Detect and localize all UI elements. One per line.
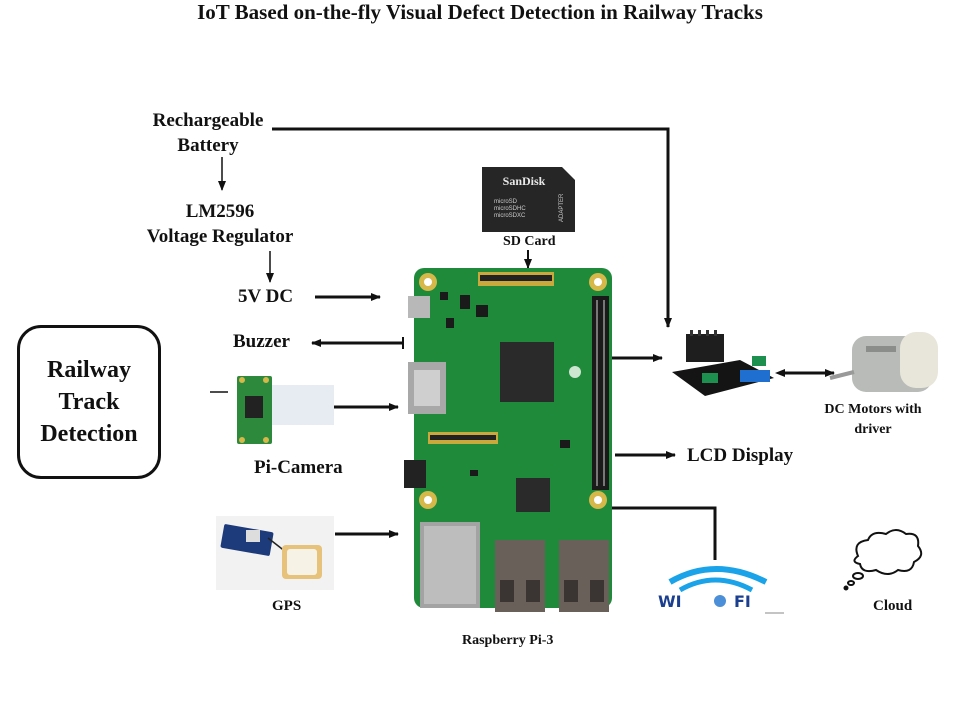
detection-line3: Detection bbox=[40, 421, 138, 447]
soc-chip bbox=[500, 342, 554, 402]
dc-motor-image bbox=[829, 332, 938, 392]
audio-jack bbox=[404, 460, 426, 488]
gps-label: GPS bbox=[272, 598, 302, 614]
wifi-image: WI FI bbox=[658, 566, 784, 614]
sd-brand-text: SanDisk bbox=[503, 174, 546, 188]
buzzer-label: Buzzer bbox=[233, 331, 290, 352]
wifi-text-right: FI bbox=[734, 592, 751, 611]
sd-type-1: microSD bbox=[494, 199, 518, 205]
power-label: 5V DC bbox=[238, 286, 294, 307]
camera-label: Pi-Camera bbox=[254, 457, 343, 478]
regulator-label-line2: Voltage Regulator bbox=[146, 226, 294, 247]
sd-type-2: microSDHC bbox=[494, 206, 526, 212]
cloud-icon bbox=[843, 529, 923, 591]
detection-line2: Track bbox=[58, 389, 120, 415]
gps-module-image bbox=[216, 516, 334, 590]
raspberry-logo bbox=[569, 366, 581, 378]
regulator-label: LM2596 Voltage Regulator bbox=[130, 199, 310, 249]
battery-to-motor-driver-line bbox=[272, 127, 672, 328]
sd-card-label: SD Card bbox=[503, 234, 556, 249]
sd-type-3: microSDXC bbox=[494, 213, 526, 219]
wifi-text-left: WI bbox=[658, 592, 682, 611]
micro-usb-port bbox=[408, 296, 430, 318]
gpio-header bbox=[592, 296, 609, 490]
motors-label-line1: DC Motors with bbox=[824, 402, 922, 417]
battery-label: Rechargeable Battery bbox=[140, 108, 276, 158]
cloud-label: Cloud bbox=[873, 598, 913, 614]
pi-camera-image bbox=[237, 376, 334, 444]
detection-line1: Railway bbox=[46, 357, 131, 383]
wifi-to-board-line bbox=[561, 504, 717, 560]
usb-controller-chip bbox=[516, 478, 550, 512]
lcd-label: LCD Display bbox=[687, 445, 794, 466]
motors-label: DC Motors with driver bbox=[810, 400, 936, 440]
battery-label-line2: Battery bbox=[177, 135, 239, 156]
sd-adapter-text: ADAPTER bbox=[559, 193, 565, 222]
sd-card-image: SanDisk microSD microSDHC microSDXC ADAP… bbox=[482, 167, 575, 232]
motors-label-line2: driver bbox=[854, 422, 892, 437]
regulator-label-line1: LM2596 bbox=[185, 201, 255, 222]
diagram-title: IoT Based on-the-fly Visual Defect Detec… bbox=[197, 0, 763, 24]
board-label: Raspberry Pi-3 bbox=[462, 633, 554, 648]
railway-track-detection-box: Railway Track Detection bbox=[17, 325, 161, 479]
raspberry-pi-board-image bbox=[404, 268, 612, 612]
battery-label-line1: Rechargeable bbox=[152, 110, 264, 131]
motor-driver-image bbox=[672, 330, 774, 396]
